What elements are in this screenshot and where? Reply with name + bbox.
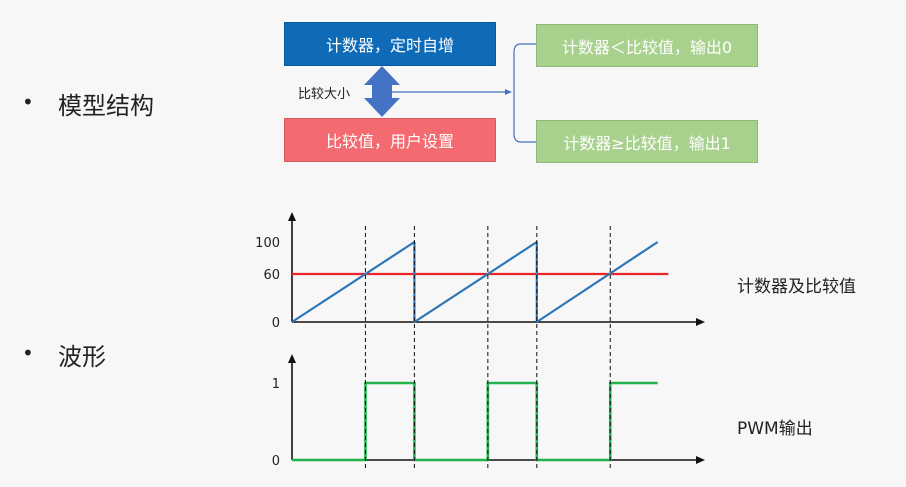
bullet-dot: •	[22, 341, 34, 365]
output-1-box: 计数器≥比较值，输出1	[536, 120, 758, 163]
y-tick-label: 0	[272, 454, 280, 469]
output-0-box: 计数器＜比较值，输出0	[536, 24, 758, 67]
compare-arrow-head	[505, 89, 512, 95]
bullet-waveform: 波形	[58, 343, 106, 371]
counter-compare-legend: 计数器及比较值	[737, 277, 856, 297]
compare-value-box: 比较值，用户设置	[284, 118, 496, 162]
y-tick-label: 1	[272, 377, 280, 392]
counter-box: 计数器，定时自增	[284, 22, 496, 66]
pwm-output-legend: PWM输出	[737, 419, 813, 439]
y-tick-label: 60	[263, 268, 280, 283]
compare-label: 比较大小	[298, 83, 351, 102]
y-tick-label: 0	[272, 316, 280, 331]
chart-pwm-axes	[288, 354, 705, 464]
bullet-model-structure: 模型结构	[58, 92, 154, 120]
output-bracket	[513, 43, 538, 143]
bullet-dot: •	[22, 90, 34, 114]
y-tick-label: 100	[255, 236, 280, 251]
counter-ramp	[413, 241, 538, 323]
counter-ramp	[291, 241, 416, 323]
counter-ramp	[536, 241, 659, 323]
chart-counter-axes	[288, 212, 705, 326]
pwm-waveform	[292, 381, 658, 462]
double-arrow-icon	[364, 66, 400, 117]
